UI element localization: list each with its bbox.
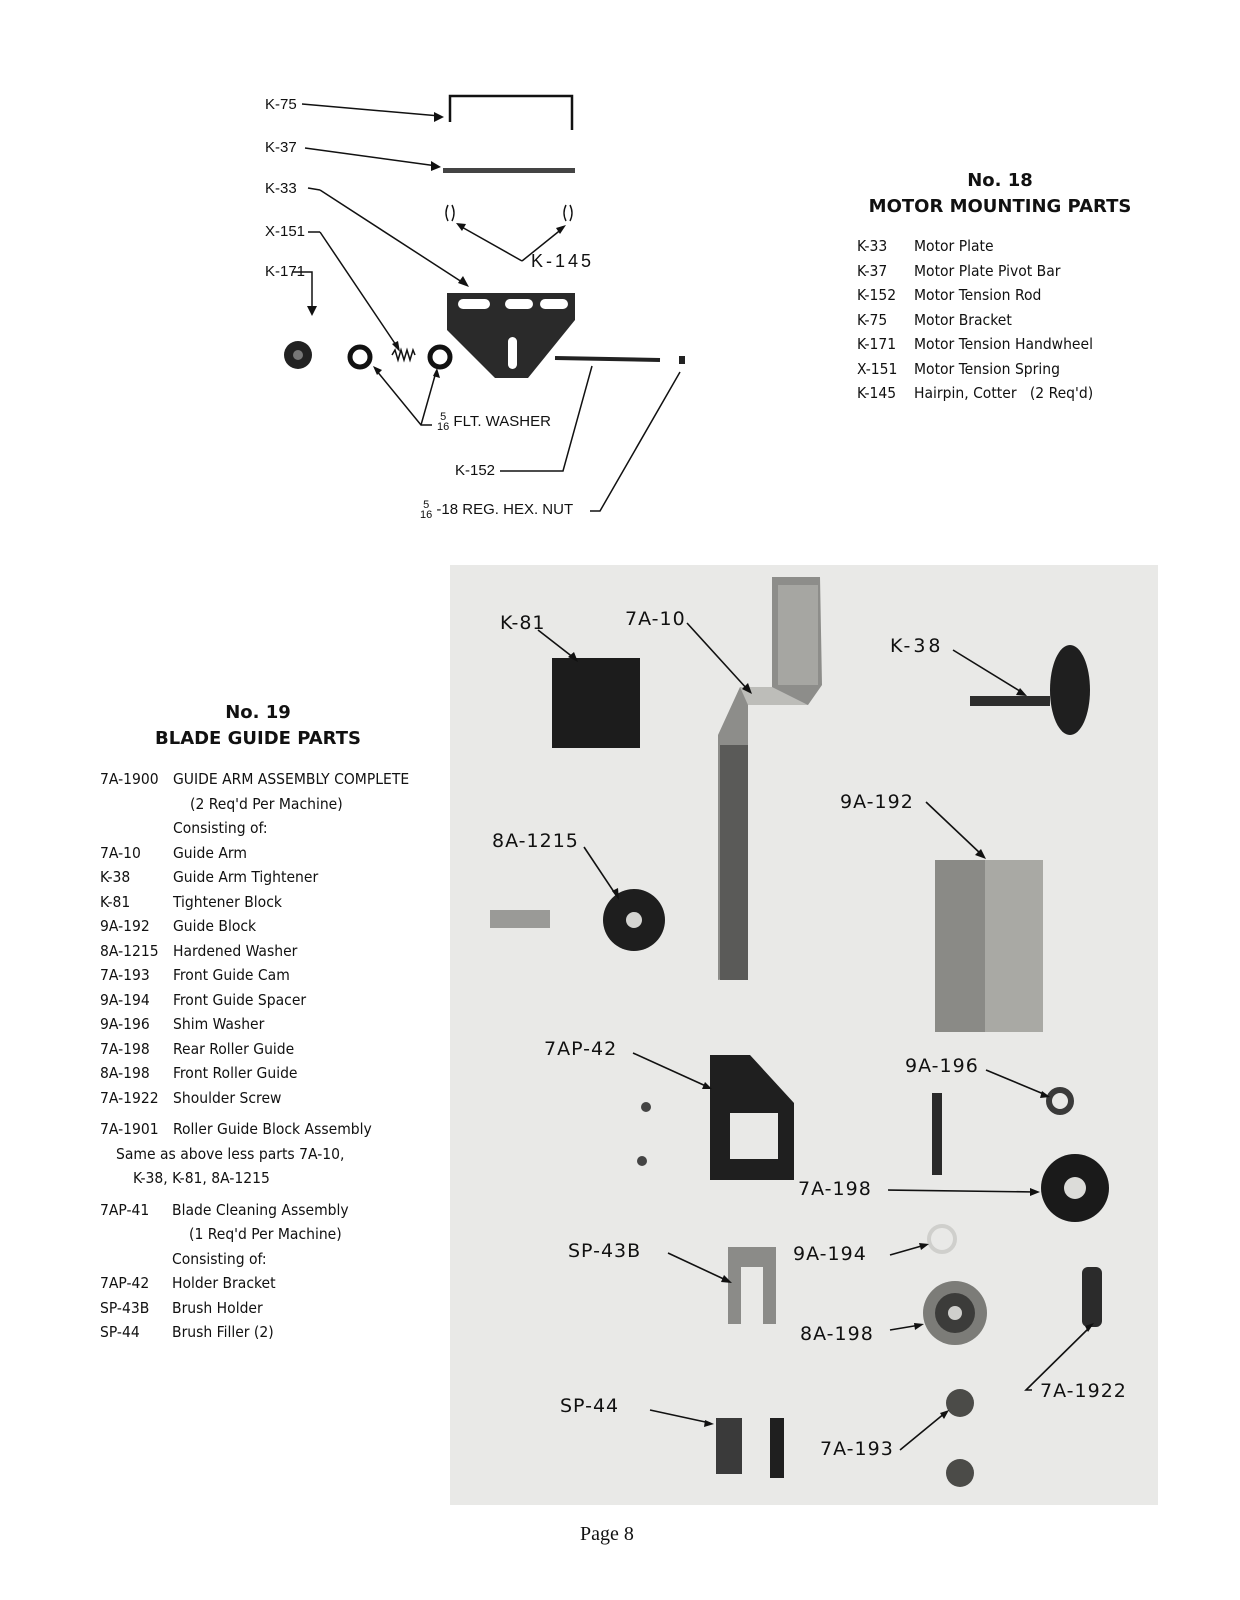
pin-shape bbox=[932, 1093, 942, 1175]
photo-label-9a-196: 9A-196 bbox=[905, 1055, 979, 1077]
shim-washer-shape bbox=[1046, 1087, 1074, 1115]
blade-guide-photo-art bbox=[490, 577, 1109, 1487]
photo-label-7a-1922: 7A-1922 bbox=[1040, 1380, 1127, 1402]
label-k171: K-171 bbox=[265, 263, 306, 280]
hex-nut-shape bbox=[679, 356, 685, 364]
bolt-shape bbox=[490, 910, 550, 928]
photo-label-7a-193: 7A-193 bbox=[820, 1438, 894, 1460]
list-item: Consisting of: bbox=[173, 819, 268, 837]
washer-right-shape bbox=[427, 344, 453, 370]
brush-filler-right-shape bbox=[770, 1418, 784, 1478]
motor-plate-shape bbox=[447, 293, 575, 378]
label-k33: K-33 bbox=[265, 180, 297, 197]
label-x151: X-151 bbox=[265, 223, 306, 240]
tightener-block-shape bbox=[552, 658, 640, 748]
photo-label-8a-1215: 8A-1215 bbox=[492, 830, 579, 852]
photo-label-9a-192: 9A-192 bbox=[840, 791, 914, 813]
hairpin-right-shape bbox=[563, 204, 573, 222]
label-k145: K-145 bbox=[531, 251, 595, 271]
list-item: K-38, K-81, 8A-1215 bbox=[133, 1169, 270, 1187]
photo-label-9a-194: 9A-194 bbox=[793, 1243, 867, 1265]
photo-label-k38: K-38 bbox=[890, 635, 944, 657]
label-k75: K-75 bbox=[265, 96, 297, 113]
label-k37: K-37 bbox=[265, 139, 297, 156]
label-k152: K-152 bbox=[455, 462, 496, 479]
motor-mounting-line-art bbox=[284, 94, 685, 512]
section18-title: MOTOR MOUNTING PARTS bbox=[868, 196, 1132, 217]
photo-label-sp-44: SP-44 bbox=[560, 1395, 620, 1417]
hairpin-left-shape bbox=[445, 204, 455, 222]
front-guide-spacer-shape bbox=[927, 1224, 957, 1254]
motor-bracket-shape bbox=[448, 94, 574, 130]
section19-number: No. 19 bbox=[225, 702, 291, 723]
list-item: Consisting of: bbox=[172, 1249, 267, 1268]
front-guide-cam-shape bbox=[946, 1389, 974, 1417]
shoulder-screw-shape bbox=[1082, 1267, 1102, 1327]
photo-label-7ap-42: 7AP-42 bbox=[544, 1038, 618, 1060]
photo-label-7a-198: 7A-198 bbox=[798, 1178, 872, 1200]
list-item: (2 Req'd Per Machine) bbox=[190, 794, 343, 813]
page-number: Page 8 bbox=[580, 1523, 634, 1545]
section19-title: BLADE GUIDE PARTS bbox=[155, 728, 361, 749]
section18-number: No. 18 bbox=[967, 170, 1033, 191]
pivot-bar-shape bbox=[443, 168, 575, 173]
photo-label-k81: K-81 bbox=[500, 612, 546, 634]
guide-arm-tightener-shape bbox=[970, 696, 1050, 706]
washer-left-shape bbox=[347, 344, 373, 370]
photo-label-sp-43b: SP-43B bbox=[568, 1240, 642, 1262]
blade-guide-photo: K-81 7A-10 K-38 9A-192 8A-1215 7AP-42 9A… bbox=[450, 565, 1158, 1505]
list-item: (1 Req'd Per Machine) bbox=[189, 1225, 342, 1243]
brush-filler-left-shape bbox=[716, 1418, 742, 1474]
list-item: Same as above less parts 7A-10, bbox=[116, 1144, 345, 1163]
tension-rod-shape bbox=[554, 356, 661, 362]
spring-shape bbox=[391, 347, 416, 363]
photo-label-8a-198: 8A-198 bbox=[800, 1323, 874, 1345]
photo-label-7a-10: 7A-10 bbox=[625, 608, 686, 630]
